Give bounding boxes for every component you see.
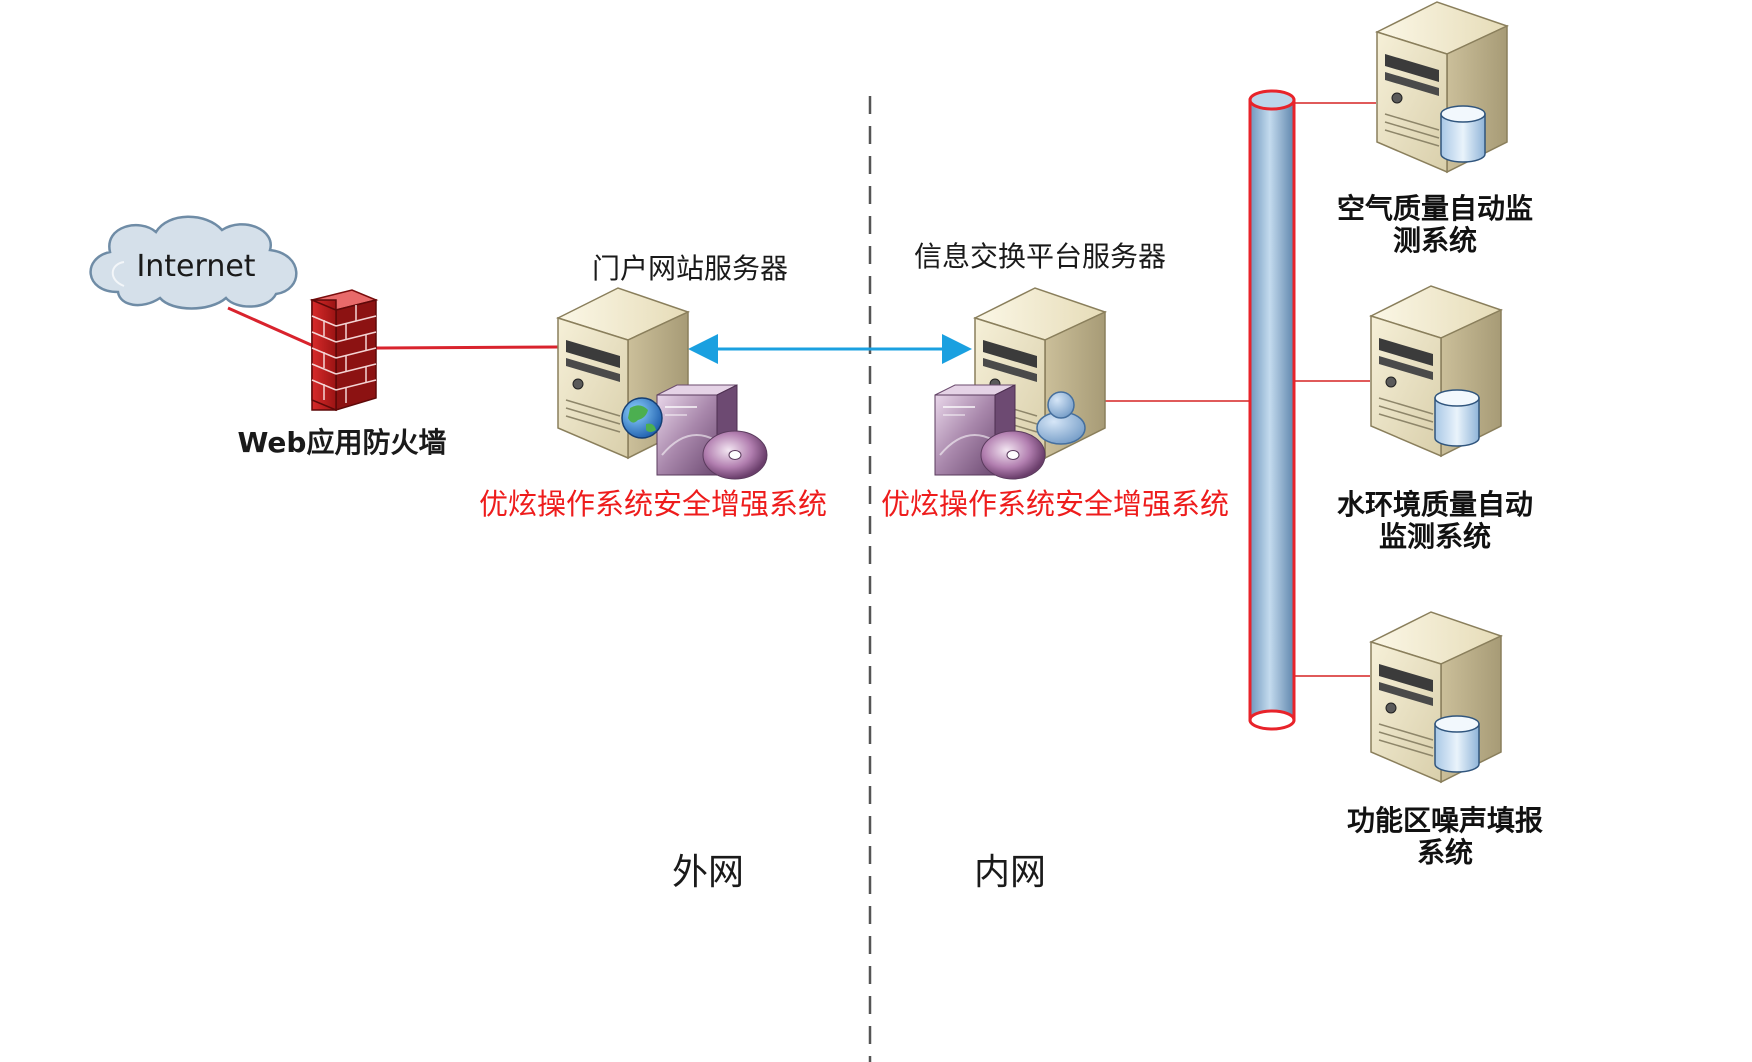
user-icon	[1036, 391, 1086, 445]
system3-label-line2: 系统	[1417, 836, 1473, 869]
system1-label-line2: 测系统	[1393, 224, 1477, 257]
portal-server-label: 门户网站服务器	[592, 252, 788, 285]
exchange-software-label: 优炫操作系统安全增强系统	[881, 487, 1229, 521]
system3-label-line1: 功能区噪声填报	[1347, 804, 1543, 837]
exchange-server-label: 信息交换平台服务器	[914, 240, 1166, 273]
firewall-portal-link	[374, 345, 559, 350]
firewall-label: Web应用防火墙	[238, 426, 447, 459]
brick-wall-icon	[309, 289, 379, 412]
cloud-icon	[89, 215, 298, 310]
internet-firewall-link	[227, 306, 319, 350]
globe-icon	[621, 397, 663, 439]
system1-label-line1: 空气质量自动监	[1337, 192, 1533, 225]
system1-database-icon	[1440, 105, 1486, 163]
system2-database-icon	[1434, 389, 1480, 447]
inner-zone-label: 内网	[974, 852, 1046, 893]
portal-software-label: 优炫操作系统安全增强系统	[479, 487, 827, 521]
internet-label: Internet	[136, 249, 255, 284]
system3-database-icon	[1434, 715, 1480, 773]
outer-zone-label: 外网	[672, 852, 744, 893]
system2-label-line1: 水环境质量自动	[1337, 488, 1533, 521]
portal-software-box-icon	[656, 384, 768, 480]
system2-label-line2: 监测系统	[1379, 520, 1491, 553]
network-bus-icon	[1248, 89, 1296, 731]
